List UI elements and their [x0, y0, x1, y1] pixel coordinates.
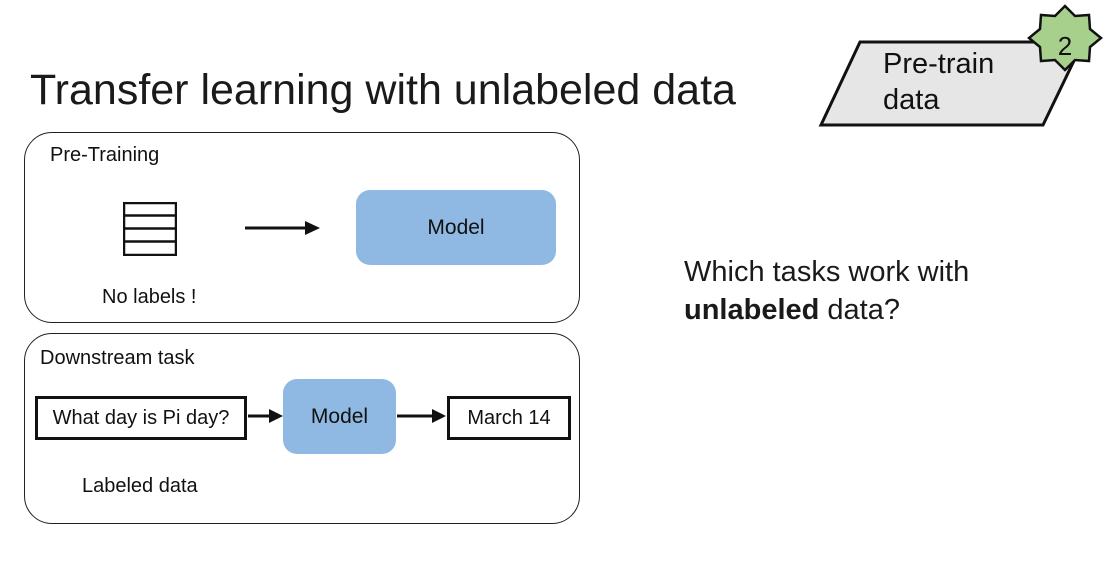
badge-text-line1: Pre-train: [883, 48, 995, 80]
pretraining-label: Pre-Training: [50, 144, 160, 166]
downstream-model-box: Model: [283, 379, 396, 454]
parallelogram-shape: [818, 40, 1086, 127]
question-line2-rest: data?: [819, 294, 900, 326]
pretrain-data-badge: [818, 4, 1103, 127]
input-question-box: What day is Pi day?: [35, 396, 247, 440]
arrow-right-icon: [245, 221, 320, 235]
arrow-right-icon: [248, 409, 283, 423]
question-line2: unlabeled data?: [684, 291, 969, 329]
badge-text-line2: data: [883, 84, 940, 116]
question-line1: Which tasks work with: [684, 256, 970, 288]
pretraining-model-box: Model: [356, 190, 556, 265]
slide-title: Transfer learning with unlabeled data: [30, 66, 736, 114]
star-icon: [1027, 4, 1103, 72]
question-bold-word: unlabeled: [684, 294, 820, 326]
badge-number: 2: [1057, 30, 1073, 61]
labeled-data-caption: Labeled data: [82, 475, 198, 497]
data-table-icon: [123, 202, 177, 256]
downstream-label: Downstream task: [40, 347, 195, 369]
badge-text: Pre-train data: [883, 46, 994, 118]
output-answer-box: March 14: [447, 396, 571, 440]
arrow-right-icon: [397, 409, 446, 423]
no-labels-caption: No labels !: [102, 286, 197, 308]
question-text: Which tasks work with unlabeled data?: [684, 253, 969, 329]
